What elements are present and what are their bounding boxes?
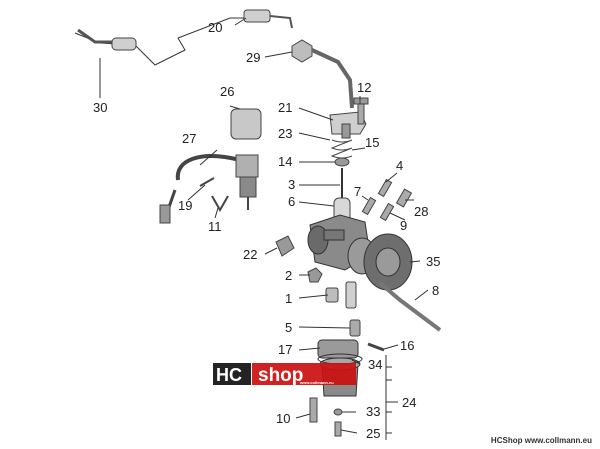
part-22 [275,235,295,257]
callout-30: 30 [93,100,107,115]
screw-28 [395,188,413,208]
callout-21: 21 [278,100,292,115]
jet-2 [307,267,323,283]
callout-25: 25 [366,426,380,441]
callout-5: 5 [285,320,292,335]
hcshop-watermark: HC shop www.collmann.eu [213,363,356,386]
screw-4 [377,178,393,198]
footer-credit: HCShop www.collmann.eu [491,436,592,445]
callout-28: 28 [414,204,428,219]
callout-33: 33 [366,404,380,419]
callout-labels: 30 20 29 12 26 21 27 23 15 14 4 3 7 6 19… [93,20,440,441]
callout-9: 9 [400,218,407,233]
washer-33 [333,408,343,416]
bracket-11 [211,195,229,213]
hose-8 [378,281,442,332]
carb-cap-21 [329,111,367,139]
callout-3: 3 [288,177,295,192]
callout-34: 34 [368,357,382,372]
callout-19: 19 [178,198,192,213]
watermark-hc: HC [216,365,242,385]
screw-12 [353,97,369,125]
callout-29: 29 [246,50,260,65]
callout-17: 17 [278,342,292,357]
callout-8: 8 [432,283,439,298]
watermark-url: www.collmann.eu [299,380,334,385]
screw-10 [309,397,318,423]
callout-26: 26 [220,84,234,99]
spring-23 [330,139,353,159]
watermark-shop: shop [258,365,303,386]
callout-1: 1 [285,291,292,306]
clip-19 [199,177,215,187]
callout-27: 27 [182,131,196,146]
callout-7: 7 [354,184,361,199]
leader-lines [99,17,429,440]
callout-6: 6 [288,194,295,209]
callout-16: 16 [400,338,414,353]
callout-23: 23 [278,126,292,141]
emulsion-tube-1 [325,281,357,309]
screw-25 [334,421,342,437]
callout-14: 14 [278,154,292,169]
needle-clip-14 [334,157,350,167]
screw-9 [379,202,395,222]
callout-15: 15 [365,135,379,150]
callout-2: 2 [285,268,292,283]
callout-10: 10 [276,411,290,426]
callout-24: 24 [402,395,416,410]
screw-7 [361,196,377,216]
callout-12: 12 [357,80,371,95]
callout-11: 11 [208,219,222,234]
callout-22: 22 [243,247,257,262]
choke-cable-27 [159,154,259,224]
callout-20: 20 [208,20,222,35]
filter-cap-26 [230,108,262,140]
callout-4: 4 [396,158,403,173]
main-jet-5 [349,319,361,337]
throttle-cable [74,9,293,66]
callout-35: 35 [426,254,440,269]
pin-16 [367,342,385,352]
gasket-35 [363,233,413,291]
cable-adjuster-29 [291,39,354,109]
footer-url: www.collmann.eu [524,436,592,445]
footer-brand: HCShop [490,436,523,445]
